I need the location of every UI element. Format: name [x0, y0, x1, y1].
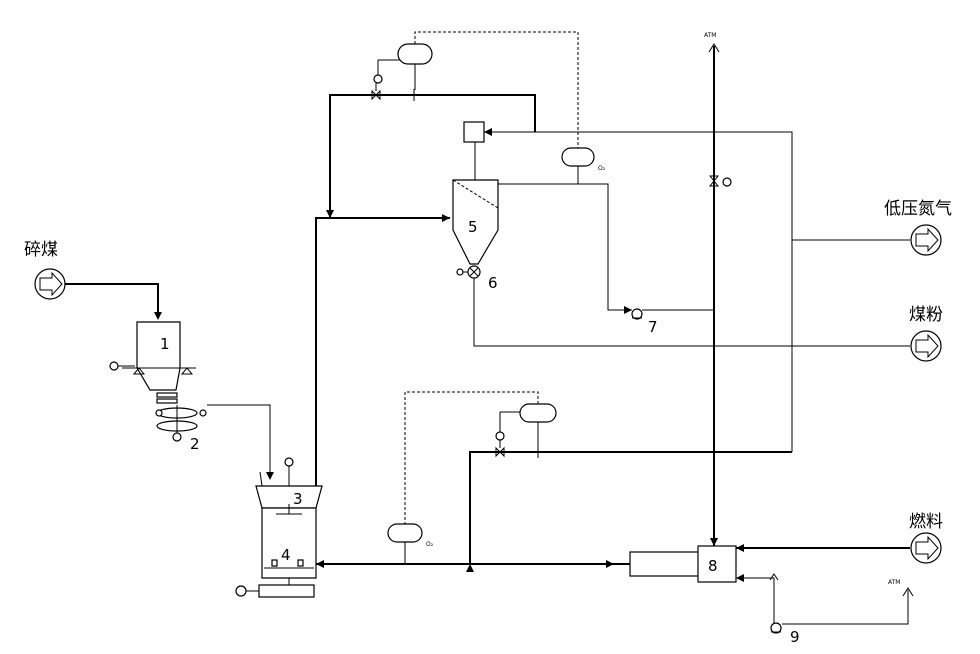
- lower-separator-vessel: [519, 403, 557, 423]
- fuel-inlet-icon: [910, 532, 942, 564]
- coal-powder-label: 煤粉: [909, 305, 943, 325]
- equipment-6-label: 6: [488, 274, 498, 292]
- lower-signal-line: [404, 391, 539, 524]
- lower-branch-line: [469, 451, 792, 564]
- low-pressure-nitrogen-label: 低压氮气: [884, 199, 952, 219]
- o2-bottom-label: O₂: [426, 541, 434, 548]
- cyclone-gas-outlet: [498, 183, 632, 311]
- nitrogen-inlet-icon: [910, 224, 942, 256]
- o2-top-label: O₂: [598, 165, 606, 172]
- equipment-1-label: 1: [160, 335, 170, 353]
- top-signal-line: [414, 31, 579, 152]
- feeder-to-mill-line: [207, 404, 271, 478]
- rotary-feeder-2: [155, 405, 207, 442]
- recycle-loop-line: [329, 94, 536, 218]
- atm-bottom-line: [782, 590, 909, 625]
- nitrogen-header-top: [484, 131, 793, 452]
- equipment-3-label: 3: [293, 490, 303, 508]
- top-separator-vessel: [397, 43, 433, 65]
- air-line-to-generator: [736, 577, 775, 624]
- equipment-8-label: 8: [708, 557, 718, 575]
- equipment-7-label: 7: [648, 318, 658, 336]
- equipment-2-label: 2: [190, 435, 200, 453]
- crushed-coal-line: [65, 283, 159, 318]
- crushed-coal-label: 碎煤: [24, 240, 58, 260]
- coal-hopper-1: [109, 321, 196, 404]
- mill-outlet-riser: [315, 217, 450, 486]
- coal-mill: [235, 457, 323, 598]
- hot-gas-generator-8: [629, 545, 737, 583]
- o2-analyzer-top: [561, 147, 595, 167]
- cyclone-5: [452, 179, 499, 279]
- crushed-coal-inlet-icon: [34, 268, 66, 300]
- o2-analyzer-bottom: [387, 523, 423, 543]
- recycle-valve-icon: [371, 74, 383, 101]
- blower-9: [770, 622, 782, 634]
- equipment-4-label: 4: [281, 546, 291, 564]
- filter-box: [463, 121, 485, 143]
- fuel-label: 燃料: [909, 512, 943, 532]
- atm-bottom-label: ATM: [888, 579, 900, 586]
- vent-valve-icon: [708, 175, 732, 187]
- equipment-9-label: 9: [790, 628, 800, 646]
- coal-powder-outlet-icon: [910, 330, 942, 362]
- equipment-5-label: 5: [468, 218, 478, 236]
- fan-7: [631, 308, 643, 320]
- coal-powder-line: [473, 278, 910, 347]
- atm-top-label: ATM: [704, 32, 716, 39]
